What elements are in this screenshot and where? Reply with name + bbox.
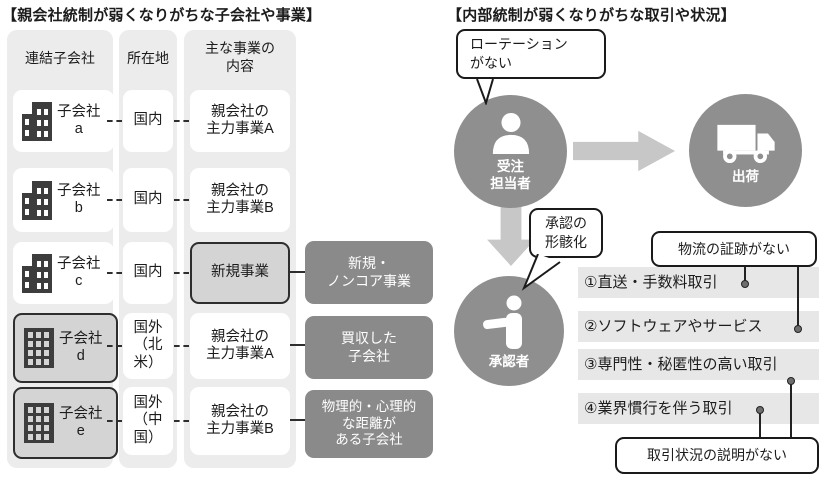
connector-dot	[787, 377, 795, 385]
speech-bubble-no-transaction-explanation: 取引状況の説明がない	[615, 437, 819, 474]
bubble-tail	[476, 79, 494, 105]
connector	[174, 345, 189, 347]
location-d-box: 国外 （北米）	[123, 313, 173, 379]
connector	[290, 419, 305, 421]
connector	[107, 345, 122, 347]
node-label: 受注 担当者	[490, 159, 531, 191]
leader-line	[744, 263, 746, 284]
column-header-location: 所在地	[127, 50, 169, 66]
column-header-subsidiary: 連結子会社	[25, 50, 95, 66]
connector	[107, 199, 122, 201]
connector-dot	[741, 280, 749, 288]
leader-line	[790, 383, 792, 439]
connector	[107, 120, 122, 122]
subsidiary-name: 子会社 e	[59, 405, 103, 439]
transaction-item-4: ④業界慣行を伴う取引	[578, 393, 819, 424]
annotation-new-noncore: 新規・ ノンコア事業	[305, 241, 433, 304]
column-header-business: 主な事業の 内容	[205, 40, 275, 74]
speech-bubble-approval-formality: 承認の 形骸化	[529, 208, 603, 258]
node-order-staff: 受注 担当者	[454, 95, 567, 208]
arrow-right-icon	[573, 130, 675, 172]
building-icon	[21, 253, 53, 293]
transaction-item-3: ③専門性・秘匿性の高い取引	[578, 349, 819, 380]
connector	[174, 420, 189, 422]
building-icon	[23, 402, 55, 444]
node-label: 承認者	[488, 354, 530, 370]
location-c-box: 国内	[123, 242, 173, 304]
subsidiary-name: 子会社 d	[59, 330, 103, 364]
subsidiary-e-box-highlighted: 子会社 e	[13, 387, 118, 459]
subsidiary-a-box: 子会社 a	[13, 90, 114, 152]
node-approver: 承認者	[454, 276, 564, 386]
business-c-box-highlighted: 新規事業	[190, 242, 290, 304]
right-panel-title: 【内部統制が弱くなりがちな取引や状況】	[447, 7, 736, 24]
connector	[174, 199, 189, 201]
connector-dot	[794, 325, 802, 333]
truck-icon	[715, 122, 777, 169]
building-icon	[21, 180, 53, 220]
subsidiary-b-box: 子会社 b	[13, 168, 114, 232]
subsidiary-name: 子会社 a	[57, 103, 101, 137]
transaction-item-1: ①直送・手数料取引	[578, 267, 819, 298]
bubble-tail	[521, 254, 561, 291]
location-b-box: 国内	[123, 168, 173, 232]
connector	[107, 272, 122, 274]
business-b-box: 親会社の 主力事業B	[190, 168, 290, 232]
subsidiary-name: 子会社 b	[57, 182, 101, 216]
connector	[174, 272, 189, 274]
subsidiary-c-box: 子会社 c	[13, 242, 114, 304]
speech-bubble-no-logistics-evidence: 物流の証跡がない	[651, 231, 817, 267]
connector	[290, 271, 305, 273]
node-label: 出荷	[732, 168, 759, 184]
node-shipment: 出荷	[689, 94, 802, 207]
connector-dot	[756, 406, 764, 414]
speech-bubble-no-rotation: ローテーション がない	[456, 29, 606, 79]
person-presenting-icon	[483, 295, 535, 354]
leader-line	[797, 263, 799, 329]
annotation-distant-subsidiary: 物理的・心理的 な距離が ある子会社	[305, 390, 433, 458]
business-d-box: 親会社の 主力事業A	[190, 313, 290, 379]
subsidiary-name: 子会社 c	[57, 255, 101, 289]
location-e-box: 国外 （中国）	[123, 387, 173, 455]
transaction-item-2: ②ソフトウェアやサービス	[578, 311, 819, 342]
connector	[290, 344, 305, 346]
building-icon	[23, 327, 55, 369]
subsidiary-d-box-highlighted: 子会社 d	[13, 313, 118, 383]
business-e-box: 親会社の 主力事業B	[190, 387, 290, 455]
connector	[107, 420, 122, 422]
connector	[174, 120, 189, 122]
person-icon	[488, 112, 534, 159]
location-a-box: 国内	[123, 90, 173, 152]
leader-line	[759, 412, 761, 439]
business-a-box: 親会社の 主力事業A	[190, 90, 290, 152]
left-panel-title: 【親会社統制が弱くなりがちな子会社や事業】	[2, 7, 322, 24]
building-icon	[21, 101, 53, 141]
annotation-acquired-subsidiary: 買収した 子会社	[305, 316, 433, 379]
